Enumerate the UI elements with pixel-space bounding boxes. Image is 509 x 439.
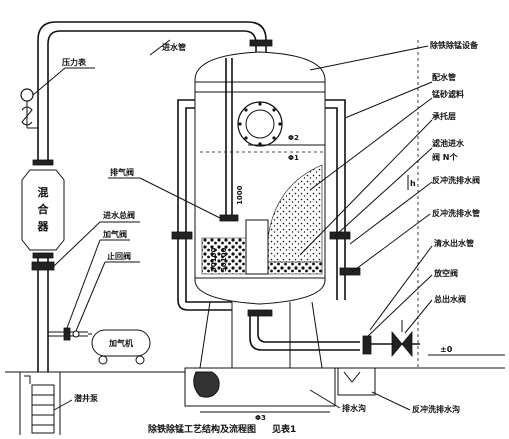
base-drain-icon <box>193 371 220 398</box>
manganese-sand-layer <box>267 164 323 263</box>
well-cap <box>24 375 31 384</box>
label-dim-h: h <box>410 179 416 188</box>
exhaust-valve-icon <box>219 214 239 222</box>
label-phi1: Φ1 <box>288 154 299 162</box>
leader-backwash-inlet <box>334 147 433 237</box>
leader-vent <box>367 274 433 337</box>
leader-support <box>299 119 433 256</box>
label-air-compressor: 加气机 <box>108 338 133 348</box>
mixer-vessel <box>21 169 65 251</box>
label-phi3: Φ3 <box>255 414 266 422</box>
drain-trench <box>337 368 376 396</box>
label-backwash-trench: 反冲洗排水沟 <box>412 404 460 414</box>
right-drain-valve-icon <box>339 267 361 276</box>
label-check-valve: 止回阀 <box>107 251 131 261</box>
bottom-flange-icon <box>247 309 273 317</box>
leader-backwash-trench <box>371 391 411 411</box>
leader-gauge <box>32 67 66 96</box>
inlet-pipe-line <box>37 21 267 165</box>
label-distribution-pipe: 配水管 <box>432 72 456 82</box>
leader-distribution <box>344 81 433 119</box>
label-backwash-inlet: 滤池进水 <box>432 138 465 148</box>
leader-air-valve <box>66 239 101 329</box>
label-exhaust-valve: 排气阀 <box>110 167 134 177</box>
compressor-wheel-right-icon <box>135 355 145 365</box>
label-dim-1000: 1000 <box>236 185 244 205</box>
leader-check-valve <box>75 261 106 332</box>
manhole-inner-icon <box>245 109 275 139</box>
gauge-coil-icon <box>21 106 33 126</box>
tank-legs <box>199 301 323 369</box>
air-compressor <box>91 329 151 357</box>
label-pressure-gauge: 压力表 <box>62 57 87 67</box>
label-support-layer: 承托层 <box>432 111 456 121</box>
leader-clean-outlet <box>369 245 433 331</box>
label-mixer-1: 混 <box>38 185 49 199</box>
compressor-wheel-left-icon <box>98 355 108 365</box>
leader-backwash-drain-pipe <box>351 213 431 273</box>
left-backwash-valve-icon <box>171 231 193 240</box>
label-valve-n: 阀 N个 <box>432 152 458 162</box>
label-inlet-pipe: 进水管 <box>162 42 186 52</box>
label-backwash-drain-pipe: 反冲洗排水管 <box>432 208 480 218</box>
label-main-outlet-valve: 总出水阀 <box>434 294 466 304</box>
label-backwash-drain-valve: 反冲洗排水阀 <box>432 175 480 185</box>
central-standpipe <box>245 219 269 275</box>
label-dim-s1: 50100 <box>210 248 218 272</box>
leader-main-inlet <box>53 221 101 267</box>
label-submersible-pump: 潜井泵 <box>74 393 98 403</box>
label-phi2: Φ2 <box>288 134 299 142</box>
right-side-pipe-inner <box>325 107 338 300</box>
leader-drain-trench <box>309 389 341 409</box>
leader-tank-name <box>309 45 429 71</box>
label-vent-valve: 放空阀 <box>433 268 458 278</box>
leader-inlet <box>149 39 171 56</box>
leader-manganese <box>309 97 433 191</box>
label-mixer-3: 器 <box>37 220 50 233</box>
label-dim-s2: 50100 <box>220 248 228 272</box>
vent-valve-icon <box>362 335 372 355</box>
well-shaft <box>19 372 61 435</box>
label-mixer-2: 合 <box>38 202 50 216</box>
label-ground-level: ±0 <box>440 345 453 354</box>
pressure-gauge-icon <box>20 88 34 102</box>
label-manganese-sand: 锰砂滤料 <box>432 89 464 99</box>
right-backwash-valve-icon <box>329 231 351 240</box>
diagram-caption: 除铁除锰工艺结构及流程图 <box>148 423 256 435</box>
mixer-bottom-flange-icon <box>32 252 54 259</box>
main-outlet-valve-right-icon <box>401 330 413 358</box>
leader-pump <box>53 399 73 411</box>
outlet-pipe-inner <box>257 316 360 343</box>
left-side-pipe-inner <box>185 107 232 303</box>
leader-backwash-drain-valve <box>349 181 433 245</box>
mixer-top-flange-icon <box>32 159 54 166</box>
label-main-inlet-valve: 进水总阀 <box>103 210 135 220</box>
air-valve-icon <box>63 327 71 341</box>
main-outlet-valve-left-icon <box>391 330 403 358</box>
support-layer-right <box>267 261 323 275</box>
drain-arrow-icon <box>343 371 361 383</box>
label-clean-outlet-pipe: 清水出水管 <box>434 238 474 248</box>
left-side-pipe <box>177 99 232 311</box>
inlet-flange-icon <box>249 39 273 47</box>
leader-main-outlet <box>404 299 433 334</box>
label-tank-name: 除铁除锰设备 <box>430 40 479 50</box>
label-drain-trench: 排水沟 <box>342 403 366 413</box>
see-table-note: 见表1 <box>272 423 296 435</box>
submersible-pump <box>31 384 55 434</box>
leader-exhaust <box>139 177 221 219</box>
outlet-pipe <box>249 316 360 351</box>
check-valve-icon <box>72 330 80 338</box>
label-air-valve: 加气阀 <box>102 229 127 239</box>
main-inlet-valve-icon <box>31 261 55 271</box>
inlet-pipe-line-inner <box>47 30 257 165</box>
